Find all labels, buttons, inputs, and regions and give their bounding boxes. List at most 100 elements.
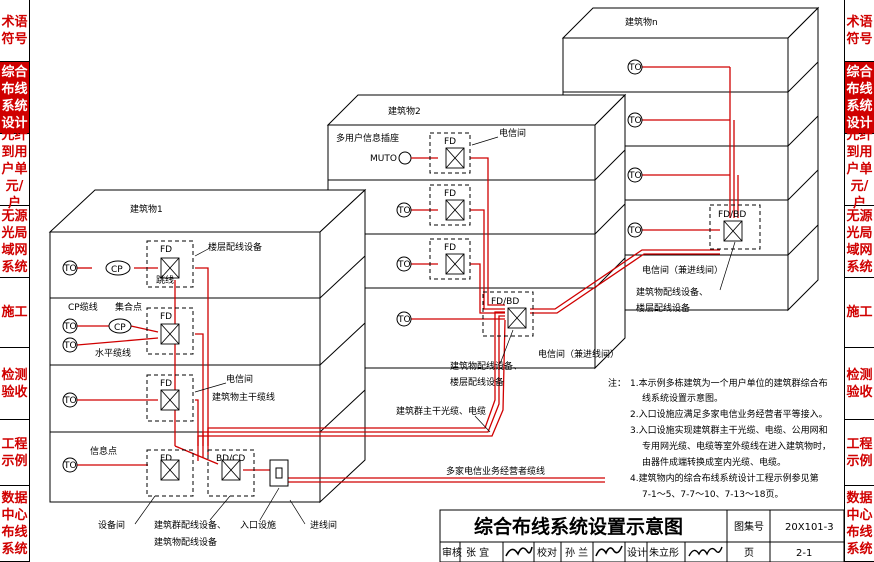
patch-panel-icon bbox=[160, 257, 180, 279]
fd-box bbox=[146, 240, 194, 288]
consolidation-point-label: 集合点 bbox=[115, 301, 142, 313]
to-label: TO bbox=[63, 461, 77, 471]
to-outlet-icon bbox=[627, 167, 643, 183]
sidebar-item-pon[interactable]: 无源光局域网系统 bbox=[0, 206, 30, 278]
sidebar-item-label: 综合布线系统设计 bbox=[1, 64, 28, 131]
floor-cabling-label: 楼层配线设备 bbox=[208, 241, 262, 253]
sidebar-item-fttx[interactable]: 光纤到用户单元/户 bbox=[844, 128, 874, 211]
note-line: 3.入口设施实现建筑群主干光缆、电缆、公用网和 bbox=[630, 424, 828, 436]
sidebar-item-label: 光纤到用户单元/户 bbox=[846, 128, 873, 211]
sidebar-item-construction[interactable]: 施工 bbox=[844, 278, 874, 348]
building-n-label: 建筑物n bbox=[625, 16, 658, 28]
to-outlet-icon bbox=[627, 222, 643, 238]
atlas-label: 图集号 bbox=[734, 520, 764, 533]
cp-cable-label: CP缆线 bbox=[68, 301, 98, 313]
sidebar-item-cabling-design[interactable]: 综合布线系统设计 bbox=[844, 62, 874, 134]
fdbd-label: FD/BD bbox=[718, 210, 746, 220]
sidebar-item-label: 数据中心布线系统 bbox=[1, 490, 28, 557]
equipment-room-label: 设备间 bbox=[98, 519, 125, 531]
note-line: 线系统设置示意图。 bbox=[642, 392, 723, 404]
riser-b2-1 bbox=[470, 157, 505, 306]
sidebar-item-label: 施工 bbox=[846, 305, 873, 320]
cp-label: CP bbox=[114, 323, 126, 333]
to-label: TO bbox=[628, 116, 642, 126]
notes: 注： 1.本示例多栋建筑为一个用户单位的建筑群综合布 线系统设置示意图。 2.入… bbox=[608, 377, 831, 500]
fd-label: FD bbox=[444, 189, 456, 199]
to-outlet-icon bbox=[62, 457, 78, 473]
to-label: TO bbox=[628, 171, 642, 181]
sidebar-item-testing[interactable]: 检测验收 bbox=[844, 348, 874, 420]
backbone-to-b2-c bbox=[197, 319, 506, 461]
sidebar-item-label: 无源光局域网系统 bbox=[846, 208, 873, 275]
sidebar-item-label: 综合布线系统设计 bbox=[846, 64, 873, 131]
entry-facility-icon bbox=[275, 467, 283, 479]
sidebar-item-label: 检测验收 bbox=[1, 367, 28, 400]
sidebar-item-terms[interactable]: 术语符号 bbox=[0, 0, 30, 62]
sidebar-item-pon[interactable]: 无源光局域网系统 bbox=[844, 206, 874, 278]
fd-label: FD bbox=[160, 245, 172, 255]
riser-b2-2 bbox=[470, 209, 505, 310]
cp-label: CP bbox=[111, 265, 123, 275]
building-1: 建筑物1 bbox=[48, 188, 367, 504]
patch-panel-icon bbox=[445, 253, 465, 275]
bldg-dist-label: 建筑物配线设备、 bbox=[450, 360, 522, 372]
note-line: 专用网光缆、电缆等室外缆线在进入建筑物时， bbox=[642, 440, 831, 452]
bdcd-box bbox=[207, 449, 255, 497]
sidebar-item-cabling-design[interactable]: 综合布线系统设计 bbox=[0, 62, 30, 134]
to-label: TO bbox=[397, 315, 411, 325]
checker-signature bbox=[595, 545, 623, 557]
patch-panel-icon bbox=[221, 459, 241, 481]
telecom-room-label: 电信间 bbox=[226, 373, 253, 385]
entry-facility-label: 入口设施 bbox=[240, 519, 276, 531]
sidebar-item-testing[interactable]: 检测验收 bbox=[0, 348, 30, 420]
drawing-title: 综合布线系统设置示意图 bbox=[474, 515, 683, 538]
sidebar-item-terms[interactable]: 术语符号 bbox=[844, 0, 874, 62]
note-line: 7-1～5、7-7～10、7-13～18页。 bbox=[642, 489, 783, 500]
page-number: 2-1 bbox=[796, 548, 812, 559]
fd-box bbox=[146, 374, 194, 422]
info-point-label: 信息点 bbox=[90, 445, 117, 457]
floor-dist-label: 楼层配线设备 bbox=[636, 302, 690, 314]
sidebar-item-fttx[interactable]: 光纤到用户单元/户 bbox=[0, 128, 30, 211]
to-label: TO bbox=[63, 396, 77, 406]
sidebar-item-label: 数据中心布线系统 bbox=[846, 490, 873, 557]
designer-name: 朱立彤 bbox=[649, 546, 679, 559]
bn-devices: TO TO TO TO FD/BD 电信间（兼进线间） 建筑物配线设备、 楼层配… bbox=[627, 59, 761, 314]
patch-panel-icon bbox=[160, 459, 180, 481]
fd-label: FD bbox=[160, 312, 172, 322]
cable-h2b bbox=[130, 325, 159, 333]
atlas-number: 20X101-3 bbox=[785, 522, 834, 533]
sidebar-item-examples[interactable]: 工程示例 bbox=[0, 420, 30, 486]
sidebar-item-label: 术语符号 bbox=[1, 14, 28, 47]
horizontal-cable-label: 水平缆线 bbox=[95, 347, 131, 359]
sidebar-item-datacenter[interactable]: 数据中心布线系统 bbox=[844, 486, 874, 562]
to-outlet-icon bbox=[627, 59, 643, 75]
to-outlet-icon bbox=[396, 256, 412, 272]
sidebar-item-examples[interactable]: 工程示例 bbox=[844, 420, 874, 486]
sidebar-item-construction[interactable]: 施工 bbox=[0, 278, 30, 348]
right-sidebar: 术语符号 综合布线系统设计 光纤到用户单元/户 无源光局域网系统 施工 检测验收… bbox=[844, 0, 874, 562]
riser-b1-2 bbox=[195, 267, 209, 446]
note-line: 4.建筑物内的综合布线系统设计工程示例参见第 bbox=[630, 472, 819, 484]
title-block: 综合布线系统设置示意图 图集号 20X101-3 审核 张 宜 校对 孙 兰 设… bbox=[439, 509, 844, 562]
fd-box bbox=[429, 238, 471, 280]
to-outlet-icon bbox=[396, 202, 412, 218]
riser-b1-4 bbox=[195, 399, 199, 446]
to-label: TO bbox=[63, 322, 77, 332]
to-label: TO bbox=[628, 226, 642, 236]
note-line: 由器件成端转换成室内光缆、电缆。 bbox=[642, 456, 786, 468]
patch-panel-icon bbox=[445, 147, 465, 169]
bldg-dist-label: 建筑物配线设备、 bbox=[636, 286, 708, 298]
to-label: TO bbox=[63, 264, 77, 274]
cp-icon bbox=[105, 260, 131, 276]
bdcd-label: BD/CD bbox=[216, 454, 245, 464]
sidebar-item-label: 工程示例 bbox=[846, 436, 873, 469]
patch-panel-icon bbox=[160, 389, 180, 411]
muto-icon bbox=[398, 151, 412, 165]
to-outlet-icon bbox=[62, 318, 78, 334]
building-2: 建筑物2 bbox=[326, 93, 627, 370]
sidebar-item-datacenter[interactable]: 数据中心布线系统 bbox=[0, 486, 30, 562]
fd-box bbox=[146, 449, 194, 497]
backbone-to-bn-b bbox=[530, 253, 720, 314]
fdbd-label: FD/BD bbox=[491, 297, 519, 307]
